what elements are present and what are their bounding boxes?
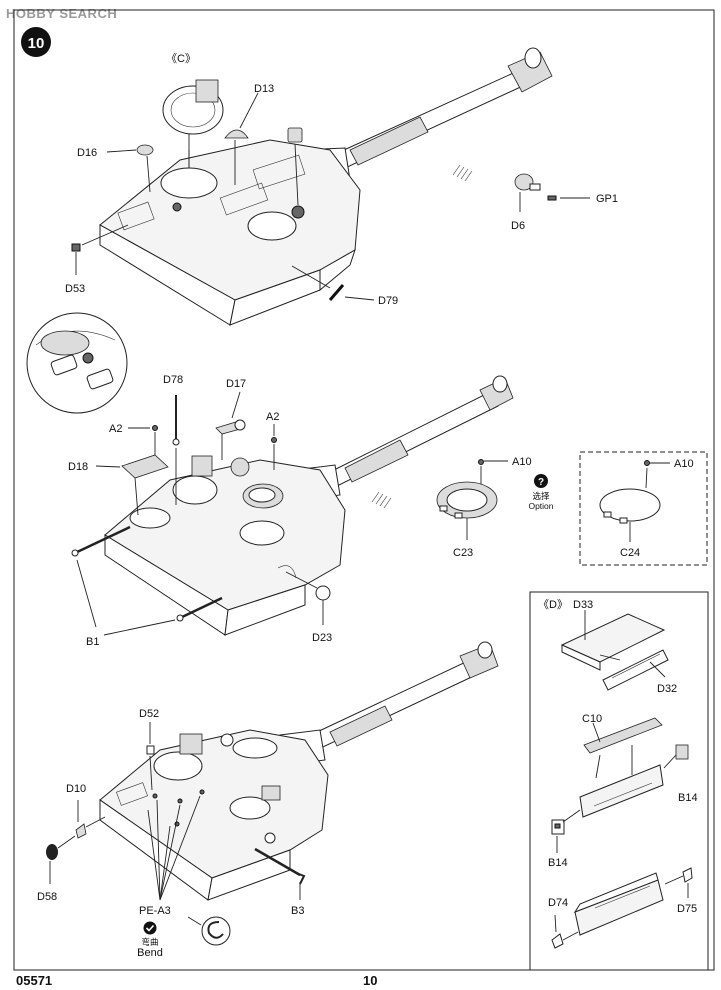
part-d58: [46, 844, 58, 860]
part-d79: [328, 284, 345, 301]
label-b1: B1: [86, 636, 99, 648]
option-label-cn: 选择: [532, 491, 550, 501]
option-box: [579, 451, 708, 566]
d-group-frame: [529, 591, 709, 971]
label-d17: D17: [226, 378, 246, 390]
label-d53: D53: [65, 283, 85, 295]
part-d10: [75, 823, 87, 839]
label-d18: D18: [68, 461, 88, 473]
part-b3: [254, 847, 301, 877]
part-d52: [146, 745, 155, 755]
label-c-group: 《C》: [166, 52, 196, 65]
part-a10-mid: [478, 459, 484, 465]
label-d-group: 《D》: [538, 598, 568, 611]
part-a2-left: [152, 425, 158, 431]
motion-hash-middle: [371, 491, 392, 509]
check-icon: [143, 921, 157, 935]
part-c10: [583, 717, 663, 754]
part-b14-right: [675, 744, 689, 760]
label-d32: D32: [657, 683, 677, 695]
bend-diagram: [201, 916, 231, 946]
label-c23: C23: [453, 547, 473, 559]
label-a10-box: A10: [674, 458, 694, 470]
part-b1-upper: [74, 525, 131, 555]
step-badge: 10: [21, 27, 51, 57]
label-d52: D52: [139, 708, 159, 720]
detail-circle: [26, 312, 128, 414]
label-a2-right: A2: [266, 411, 279, 423]
d-group-box: [529, 591, 709, 971]
label-d6: D6: [511, 220, 525, 232]
option-label-en: Option: [528, 501, 553, 511]
part-c23-group: [436, 459, 508, 540]
motion-hash-top: [452, 164, 473, 182]
label-d58: D58: [37, 891, 57, 903]
turret-body-middle: [104, 459, 346, 611]
turret-assembly-bottom: [46, 641, 499, 901]
label-d16: D16: [77, 147, 97, 159]
label-c24: C24: [620, 547, 640, 559]
commander-hatch-ring-top: [160, 167, 218, 199]
label-d79: D79: [378, 295, 398, 307]
bend-label-cn: 弯曲: [141, 937, 158, 947]
part-d6-gp1: [514, 173, 590, 212]
label-a2-left: A2: [109, 423, 122, 435]
part-d32: [602, 649, 669, 691]
bend-badge: 弯曲 Bend: [137, 916, 231, 959]
part-d16: [136, 144, 154, 156]
label-b3: B3: [291, 905, 304, 917]
part-d75: [682, 867, 693, 883]
hobby-search-logo: HOBBY SEARCH: [6, 6, 117, 21]
part-d6: [514, 173, 534, 191]
label-a10-mid: A10: [512, 456, 532, 468]
label-b14-left: B14: [548, 857, 568, 869]
turret-body-bottom: [99, 729, 329, 879]
part-c24: [599, 488, 661, 522]
turret-assembly-top: [71, 47, 553, 326]
label-d23: D23: [312, 632, 332, 644]
gun-barrel-bottom: [299, 659, 479, 755]
label-d33: D33: [573, 599, 593, 611]
part-a2-right: [271, 437, 277, 443]
gun-barrel-top: [321, 69, 528, 176]
page-number: 10: [363, 973, 377, 988]
gun-barrel-middle: [317, 391, 499, 493]
product-code: 05571: [16, 973, 52, 988]
step-number: 10: [28, 35, 45, 52]
detail-magnifier: [26, 312, 128, 414]
label-b14-right: B14: [678, 792, 698, 804]
label-d13: D13: [254, 83, 274, 95]
loader-hatch-top: [247, 211, 297, 241]
part-d53: [71, 243, 81, 252]
part-d74: [551, 933, 564, 949]
label-d74: D74: [548, 897, 568, 909]
part-d23: [315, 585, 331, 601]
turret-assembly-middle: [71, 375, 514, 636]
label-d75: D75: [677, 903, 697, 915]
label-c10: C10: [582, 713, 602, 725]
part-gp1: [547, 195, 557, 201]
part-d18: [121, 454, 169, 479]
part-a10-box: [644, 460, 650, 466]
step-badge-circle: [21, 27, 51, 57]
svg-text:?: ?: [538, 477, 544, 488]
label-d10: D10: [66, 783, 86, 795]
option-badge: ? 选择 Option: [528, 474, 554, 511]
logo-text: HOBBY SEARCH: [6, 6, 117, 21]
bend-label-en: Bend: [137, 947, 163, 959]
label-d78: D78: [163, 374, 183, 386]
part-b1-lower: [179, 596, 223, 620]
part-d13: [224, 129, 249, 139]
question-icon: [534, 474, 548, 488]
label-pe-a3: PE-A3: [139, 905, 171, 917]
page-frame: [13, 9, 715, 971]
label-gp1: GP1: [596, 193, 618, 205]
